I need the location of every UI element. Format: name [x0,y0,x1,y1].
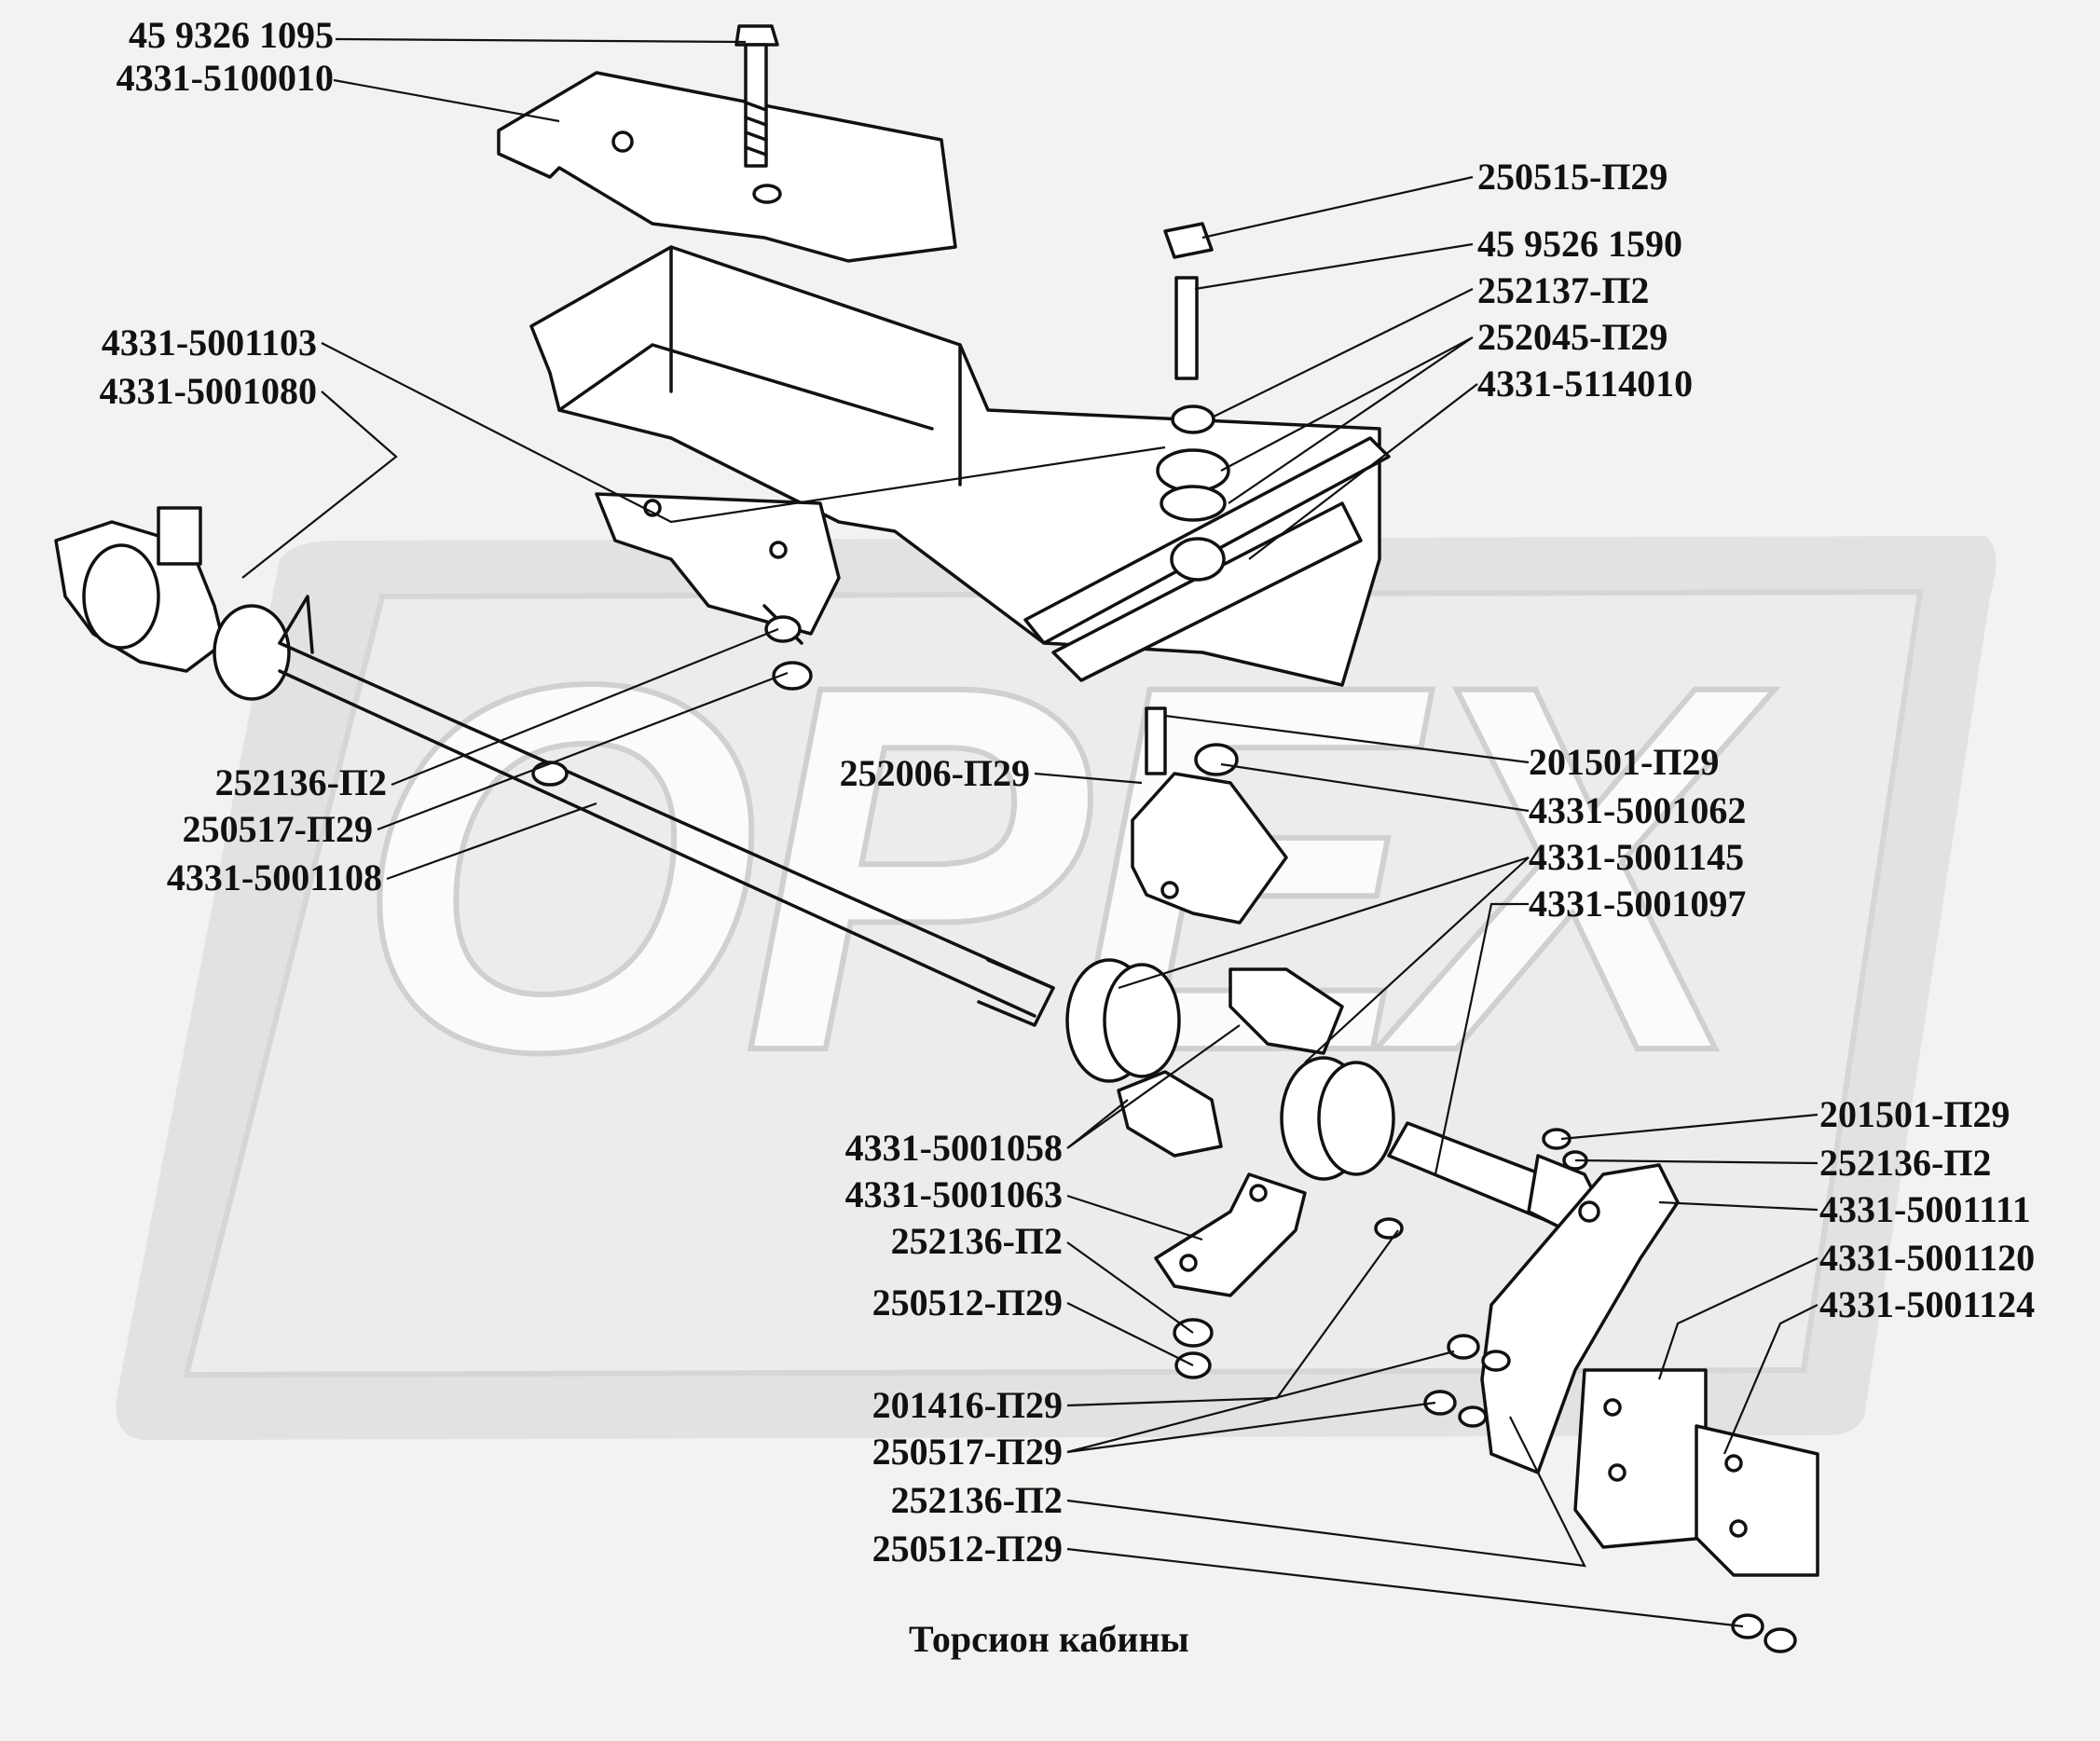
leader-lines [241,37,1819,1628]
label-bolt-mid: 201501-П29 [1529,741,1720,783]
label-screw: 201416-П29 [872,1384,1063,1426]
label-washer-lever: 252136-П2 [1819,1142,1992,1184]
top-bracket-plate [497,71,957,263]
torsion-head [54,506,314,701]
left-nut-washer [764,615,813,691]
label-lower-washer: 252136-П2 [890,1220,1063,1262]
label-bushing: 4331-5001145 [1529,836,1745,878]
label-upper-bushing-bracket: 4331-5001062 [1529,789,1747,831]
upper-bushing-bracket [1131,706,1288,925]
label-top-bolt: 45 9326 1095 [129,14,334,56]
rubber-bushings [1065,958,1395,1181]
lower-clamp [1154,1172,1307,1297]
stud-stack [1156,222,1230,582]
label-lower-nut: 250512-П29 [872,1282,1063,1323]
label-half-shell: 4331-5001058 [844,1127,1063,1169]
label-washer-mid: 252006-П29 [839,752,1030,794]
label-base-plate-2: 4331-5001124 [1819,1283,2036,1325]
label-bolt-lever: 201501-П29 [1819,1093,2011,1135]
torsion-bar [278,641,1055,1027]
label-washer-pair: 252045-П29 [1477,316,1668,358]
base-hardware [1374,1217,1797,1653]
label-pin: 4331-5001097 [1529,883,1747,925]
label-lever: 4331-5001111 [1819,1188,2031,1230]
label-cross-plate: 4331-5114010 [1477,363,1694,404]
label-stud: 45 9526 1590 [1477,223,1682,265]
label-torsion-head: 4331-5001080 [99,370,317,412]
label-nut-base: 250517-П29 [872,1431,1063,1473]
top-bolt [734,24,779,168]
label-washer-base: 252136-П2 [890,1479,1063,1521]
base-plates [1573,1368,1819,1577]
label-nut-base-2: 250512-П29 [872,1528,1063,1570]
label-top-plate: 4331-5100010 [116,57,334,99]
label-top-nut: 250515-П29 [1477,156,1668,198]
label-bracket-upper: 4331-5001103 [101,322,317,363]
label-torsion-bar: 4331-5001108 [166,857,382,898]
label-base-plate-1: 4331-5001120 [1819,1237,2036,1279]
label-spring-washer: 252137-П2 [1477,269,1650,311]
label-washer-left: 252136-П2 [214,761,387,803]
label-lower-clamp: 4331-5001063 [844,1173,1063,1215]
label-nut-left: 250517-П29 [182,808,373,850]
diagram-caption: Торсион кабины [909,1618,1189,1660]
